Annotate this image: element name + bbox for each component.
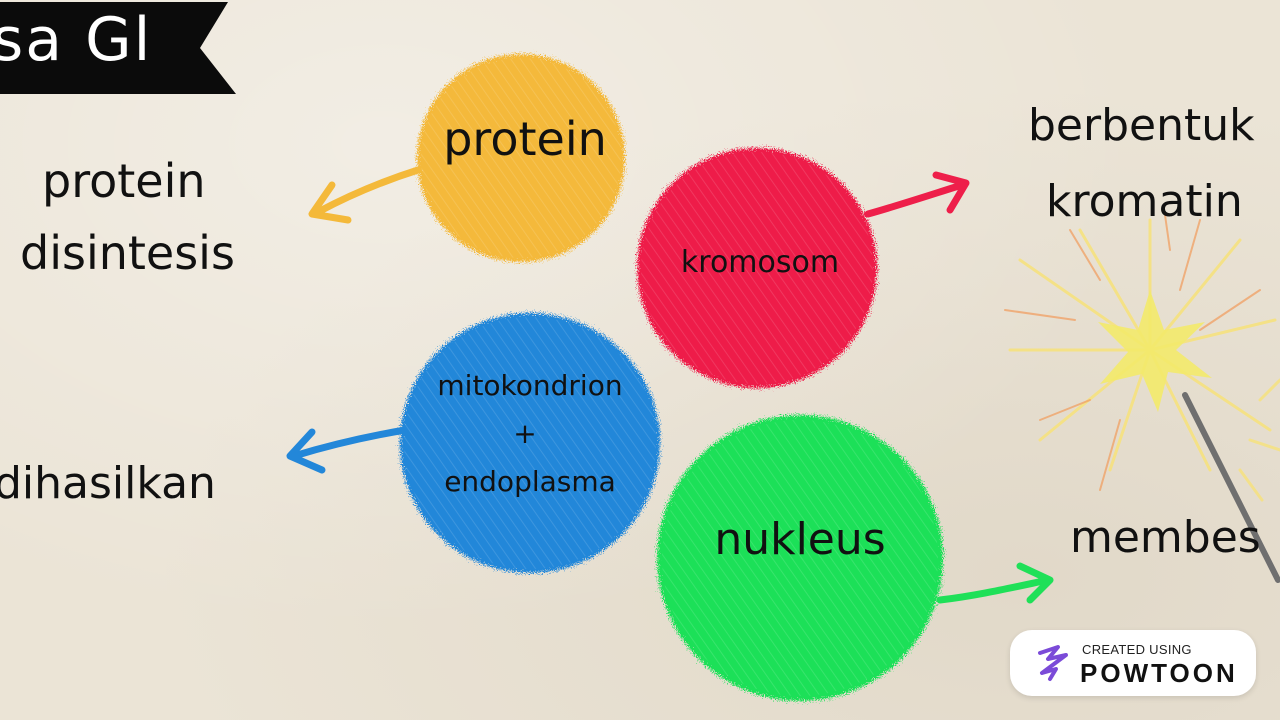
bubble-kromosom-label: kromosom xyxy=(680,245,840,280)
outcome-protein-line1: protein xyxy=(42,154,206,208)
arrow-protein-to-disintesis xyxy=(308,166,422,224)
bubble-mitokondrion-line2: + xyxy=(513,417,537,450)
bubble-nukleus-label: nukleus xyxy=(714,514,886,565)
outcome-membesar: membes xyxy=(1070,512,1261,563)
arrow-kromosom-to-kromatin xyxy=(864,171,970,218)
watermark-brand-text: POWTOON xyxy=(1080,658,1238,688)
outcome-kromatin: kromatin xyxy=(1046,176,1243,227)
powtoon-watermark[interactable]: CREATED USING POWTOON xyxy=(1010,630,1256,696)
powtoon-logo-icon xyxy=(1038,645,1068,681)
arrow-nukleus-to-membesar xyxy=(936,562,1054,604)
outcome-protein-line2: disintesis xyxy=(20,226,235,280)
bubble-protein-label: protein xyxy=(443,112,607,166)
sparkler-icon xyxy=(1004,214,1280,583)
title-banner xyxy=(0,2,236,94)
bubble-mitokondrion-line1: mitokondrion xyxy=(437,369,623,402)
watermark-small-text: CREATED USING xyxy=(1082,642,1192,657)
outcome-dihasilkan: dihasilkan xyxy=(0,458,216,509)
banner-title: sa Gl xyxy=(0,5,153,75)
bubble-mitokondrion-line3: endoplasma xyxy=(444,465,616,498)
arrow-mitokondrion-to-dihasilkan xyxy=(286,426,409,474)
outcome-berbentuk: berbentuk xyxy=(1028,100,1255,151)
